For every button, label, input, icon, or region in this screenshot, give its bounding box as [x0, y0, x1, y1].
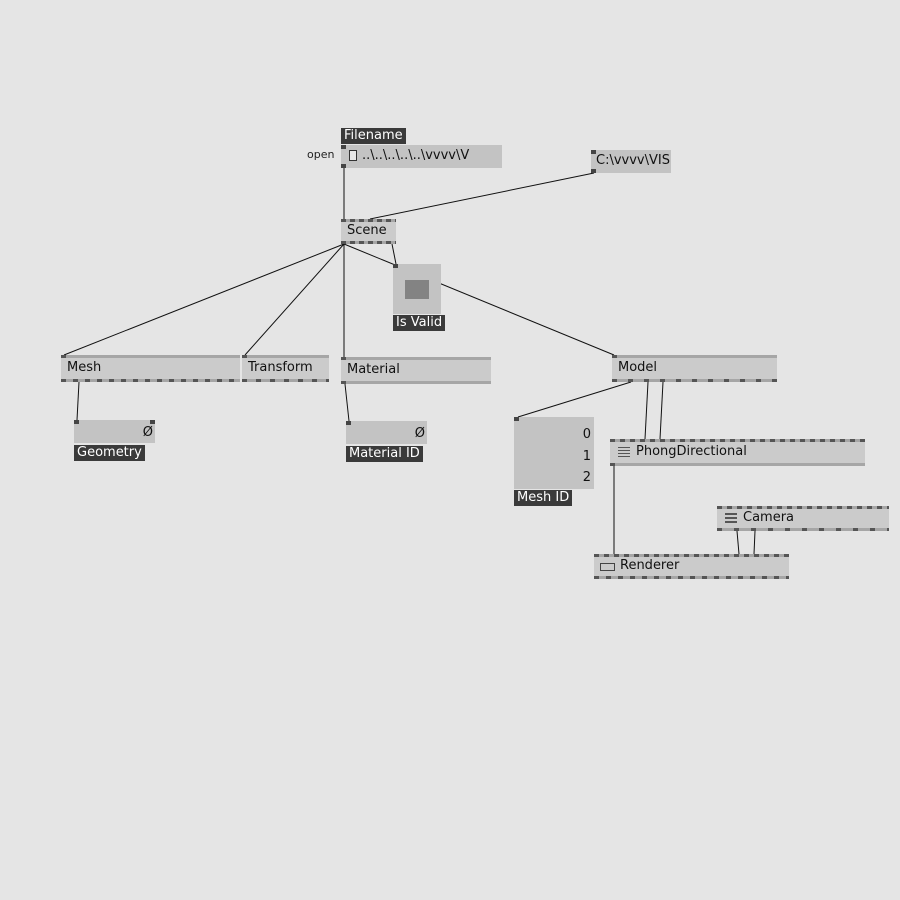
mesh-id-tag: Mesh ID: [514, 490, 573, 506]
wire-model-meshid[interactable]: [517, 381, 632, 418]
transform-node[interactable]: Transform: [242, 355, 329, 382]
material-node[interactable]: Material: [341, 357, 491, 384]
transform-output-bar: [242, 379, 329, 382]
mesh-label: Mesh: [67, 360, 102, 375]
material-label: Material: [347, 362, 400, 377]
scene-output-bar: [341, 241, 396, 244]
camera-label: Camera: [743, 510, 795, 525]
camera-module-icon: [725, 513, 737, 523]
path-value: C:\vvvv\VIS: [596, 153, 670, 168]
pin-materialid-in[interactable]: [346, 421, 351, 425]
wire-material-materialid[interactable]: [344, 383, 350, 422]
wire-scene-isvalid[interactable]: [391, 243, 397, 265]
camera-input-bar: [717, 506, 889, 509]
is-valid-tag: Is Valid: [393, 315, 446, 331]
toggle-indicator: [405, 280, 429, 299]
camera-output-bar: [717, 528, 889, 531]
wire-mesh-geometry[interactable]: [76, 381, 80, 421]
geometry-tag: Geometry: [74, 445, 145, 461]
model-input-bar: [612, 355, 777, 358]
path-iobox[interactable]: C:\vvvv\VIS: [591, 150, 671, 173]
pin-geometry-in[interactable]: [74, 420, 79, 424]
open-pin-label: open: [307, 148, 335, 161]
scene-input-bar: [341, 219, 396, 222]
file-icon: [349, 150, 357, 161]
is-valid-toggle[interactable]: [393, 264, 441, 314]
scene-label: Scene: [347, 223, 387, 238]
material-input-bar: [341, 357, 491, 360]
pin-path-in[interactable]: [591, 150, 596, 154]
window-icon: [600, 563, 615, 571]
pin-meshid-in[interactable]: [514, 417, 519, 421]
mesh-output-bar: [61, 379, 240, 382]
model-label: Model: [618, 360, 658, 375]
pin-filename-in[interactable]: [341, 145, 346, 149]
wire-path-scene[interactable]: [369, 172, 595, 220]
material-id-tag: Material ID: [346, 446, 423, 462]
shader-icon: [618, 447, 630, 457]
model-output-bar: [612, 379, 777, 382]
mesh-id-value-2: 2: [582, 470, 591, 485]
wire-scene-transform[interactable]: [244, 243, 345, 356]
material-output-bar: [341, 381, 491, 384]
renderer-input-bar: [594, 554, 789, 557]
geometry-iobox[interactable]: Ø: [74, 420, 155, 443]
scene-node[interactable]: Scene: [341, 219, 396, 244]
pin-isvalid-in[interactable]: [393, 264, 398, 268]
phong-directional-node[interactable]: PhongDirectional: [610, 439, 865, 466]
pin-geometry-out[interactable]: [150, 420, 155, 424]
renderer-label: Renderer: [620, 558, 680, 573]
renderer-node[interactable]: Renderer: [594, 554, 789, 579]
material-id-iobox[interactable]: Ø: [346, 421, 427, 444]
wire-camera-renderer-1[interactable]: [736, 530, 740, 555]
mesh-id-value-0: 0: [582, 427, 591, 442]
renderer-output-bar: [594, 576, 789, 579]
wire-scene-model[interactable]: [343, 243, 615, 356]
pin-filename-out[interactable]: [341, 164, 346, 168]
transform-input-bar: [242, 355, 329, 358]
wire-camera-renderer-2[interactable]: [753, 530, 756, 555]
transform-label: Transform: [248, 360, 313, 375]
material-id-value: Ø: [414, 426, 425, 441]
mesh-id-value-1: 1: [582, 449, 591, 464]
filename-tag: Filename: [341, 128, 406, 144]
wire-model-phong-2[interactable]: [659, 381, 664, 440]
model-node[interactable]: Model: [612, 355, 777, 382]
pin-path-out[interactable]: [591, 169, 596, 173]
geometry-value: Ø: [142, 425, 153, 440]
phong-input-bar: [610, 439, 865, 442]
phong-output-bar: [610, 463, 865, 466]
mesh-input-bar: [61, 355, 240, 358]
filename-value: ..\..\..\..\..\vvvv\V: [362, 148, 470, 163]
filename-iobox[interactable]: ..\..\..\..\..\vvvv\V: [341, 145, 502, 168]
phong-label: PhongDirectional: [636, 444, 747, 459]
camera-node[interactable]: Camera: [717, 506, 889, 531]
wire-scene-mesh[interactable]: [63, 243, 345, 356]
mesh-id-iobox[interactable]: 0 1 2: [514, 417, 594, 489]
mesh-node[interactable]: Mesh: [61, 355, 240, 382]
wire-model-phong-1[interactable]: [644, 381, 649, 440]
